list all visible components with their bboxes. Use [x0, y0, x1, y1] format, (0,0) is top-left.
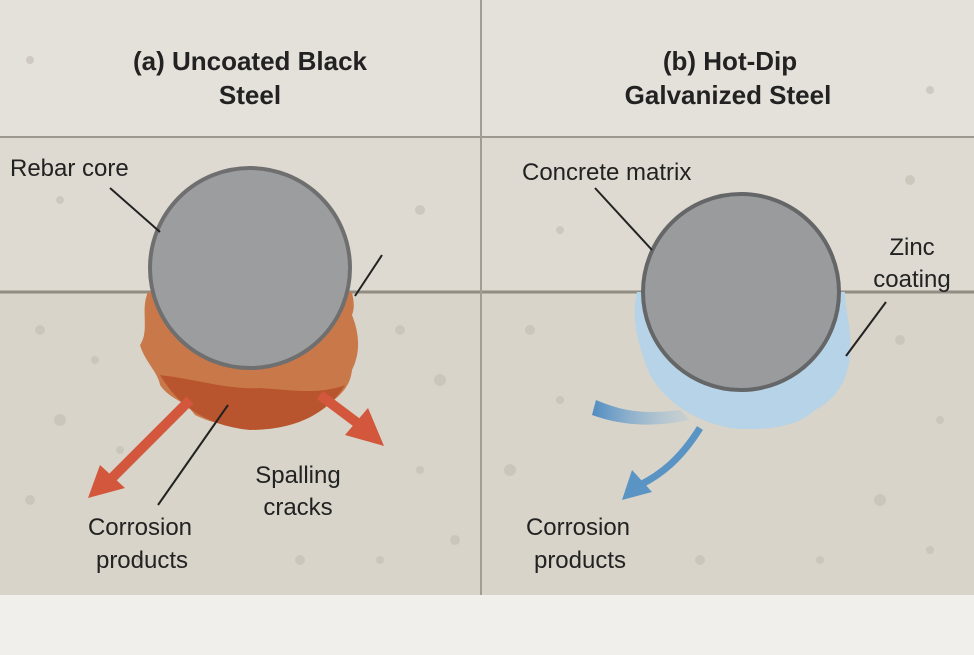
label-corrosion-b-line2: products: [534, 547, 626, 574]
panel-b-title-line1: (b) Hot-Dip: [663, 46, 797, 76]
label-concrete-matrix: Concrete matrix: [522, 159, 691, 186]
panel-a-title-line2: Steel: [219, 80, 281, 110]
arrow-head-right: [345, 408, 384, 446]
corrosion-products-dark: [160, 375, 345, 430]
arrow-spalling-right: [317, 391, 363, 429]
zinc-flow-arrow: [592, 400, 690, 425]
panel-b: (b) Hot-Dip Galvanized Steel Concrete ma…: [522, 46, 951, 574]
arrow-corrosion-left: [106, 396, 194, 484]
panel-b-title-line2: Galvanized Steel: [625, 80, 832, 110]
label-spalling-line1: Spalling: [255, 462, 340, 489]
title-band: [0, 0, 974, 137]
leader-zinc: [845, 301, 887, 357]
label-zinc-line2: coating: [873, 266, 950, 293]
rebar-core-uncoated: [148, 166, 352, 370]
bottom-margin: [0, 595, 974, 655]
leader-spalling: [354, 254, 383, 297]
label-rebar-core: Rebar core: [10, 155, 129, 182]
aggregate-speckles: [25, 56, 944, 565]
label-corrosion-a-line2: products: [96, 547, 188, 574]
label-corrosion-a-line1: Corrosion: [88, 514, 192, 541]
arrow-corrosion-b: [638, 426, 703, 489]
label-spalling-line2: cracks: [263, 494, 332, 521]
rebar-core-galvanized: [641, 192, 841, 392]
leader-rebar: [109, 187, 161, 233]
arrow-head-b: [622, 470, 652, 500]
label-corrosion-b-line1: Corrosion: [526, 514, 630, 541]
panel-a: (a) Uncoated Black Steel Rebar core Spal…: [10, 46, 384, 574]
leader-corrosion-a: [157, 404, 229, 506]
arrow-head-left: [88, 465, 125, 498]
panel-a-title-line1: (a) Uncoated Black: [133, 46, 368, 76]
label-zinc-line1: Zinc: [889, 234, 934, 261]
leader-concrete: [594, 187, 653, 251]
